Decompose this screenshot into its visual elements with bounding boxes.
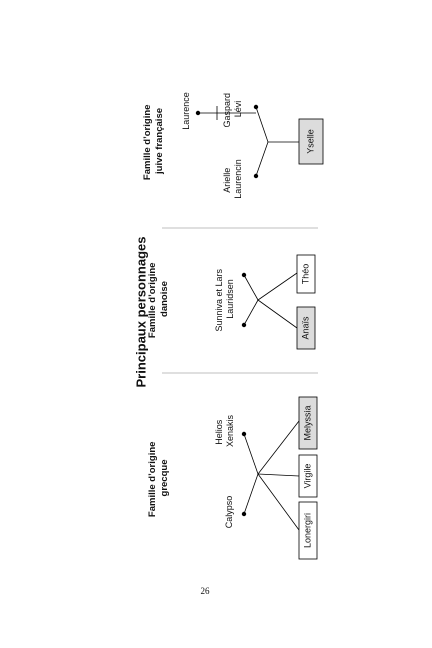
danish-child-2-label: Théo [300, 264, 310, 285]
french-parent-b-dot [253, 104, 259, 110]
greek-link-child-1 [257, 473, 300, 531]
greek-parent-a-line-1: Calypso [224, 496, 234, 529]
danish-parents-name: Sunniva et Lars Lauridsen [214, 266, 235, 331]
greek-link-a [243, 473, 259, 515]
danish-heading-line-2: danoise [159, 281, 170, 317]
greek-family-heading: Famille d’origine grecque [147, 439, 170, 517]
french-parent-c-name: Laurence [181, 92, 191, 130]
french-parent-a-line-1: Arielle [222, 168, 232, 193]
greek-child-2: Virgile [298, 454, 318, 498]
danish-parents-line-2: Lauridsen [225, 279, 235, 319]
greek-child-1-label: Lonergiri [302, 513, 312, 548]
greek-family: Famille d’origine grecque Calypso Helios… [147, 396, 318, 560]
greek-parent-b-line-2: Xenakis [225, 414, 235, 447]
french-family-heading: Famille d’origine juive française [142, 102, 165, 180]
danish-family: Famille d’origine danoise Sunniva et Lar… [147, 254, 316, 350]
greek-link-b [243, 433, 259, 475]
french-child-1-label: Yselle [305, 129, 315, 154]
danish-family-heading: Famille d’origine danoise [147, 260, 170, 338]
french-heading-line-2: juive française [154, 108, 165, 175]
danish-link-child-1 [257, 299, 298, 329]
greek-child-3-box [298, 396, 318, 450]
greek-heading-line-2: grecque [159, 460, 170, 497]
page-title: Principaux personnages [133, 237, 148, 388]
danish-link-a [243, 299, 259, 326]
french-link-b [255, 106, 269, 143]
greek-child-1-box [298, 501, 318, 560]
greek-child-2-box [298, 454, 318, 498]
page-number: 26 [201, 586, 211, 596]
french-family: Famille d’origine juive française Lauren… [142, 90, 324, 199]
danish-child-1-box [296, 306, 316, 350]
danish-child-1-label: Anaïs [300, 316, 310, 340]
french-child-1: Yselle [298, 118, 324, 165]
french-parent-a-line-2: Laurencin [233, 159, 243, 199]
french-child-1-box [298, 118, 324, 165]
danish-heading-line-1: Famille d’origine [147, 263, 158, 339]
greek-child-3: Melyssia [298, 396, 318, 450]
greek-parent-b-name: Helios Xenakis [214, 414, 235, 447]
danish-child-2-box [296, 254, 316, 294]
danish-child-2: Théo [296, 254, 316, 294]
greek-heading-line-1: Famille d’origine [147, 442, 158, 518]
greek-link-child-2 [257, 473, 300, 477]
french-parent-c-line-1: Laurence [181, 92, 191, 130]
french-parent-b-name: Gaspard Lévi [222, 90, 243, 127]
danish-child-1: Anaïs [296, 306, 316, 350]
greek-child-3-label: Melyssia [302, 405, 312, 440]
french-heading-line-1: Famille d’origine [142, 105, 153, 181]
french-link-a [255, 141, 269, 177]
french-parent-a-name: Arielle Laurencin [222, 159, 243, 199]
danish-parents-line-1: Sunniva et Lars [214, 268, 224, 331]
greek-parent-a-name: Calypso [224, 496, 234, 529]
french-parent-b-line-1: Gaspard [222, 93, 232, 128]
greek-parent-b-line-1: Helios [214, 419, 224, 445]
greek-child-1: Lonergiri [298, 501, 318, 560]
french-parent-b-line-2: Lévi [233, 101, 243, 118]
greek-link-child-3 [257, 420, 300, 475]
danish-link-child-2 [257, 272, 298, 301]
danish-link-b [243, 274, 259, 301]
greek-child-2-label: Virgile [302, 464, 312, 489]
